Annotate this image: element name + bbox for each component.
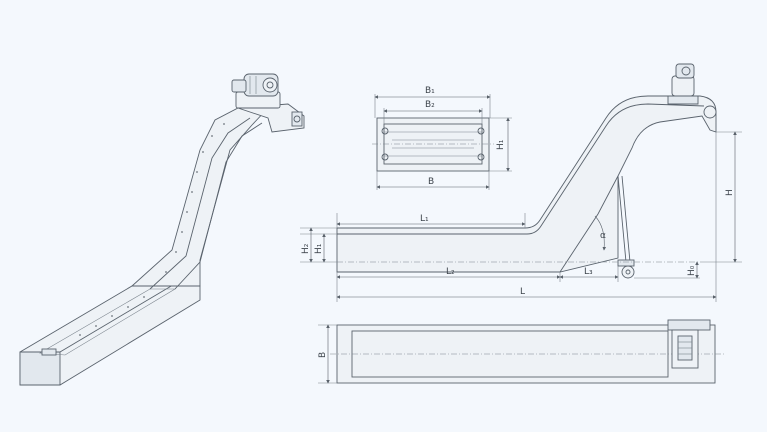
plan-head-cap bbox=[667, 319, 711, 331]
support-caster-plate bbox=[617, 259, 635, 267]
iso-bottom-face bbox=[19, 351, 61, 386]
dim-plan-b-label: B bbox=[318, 352, 328, 358]
dim-l1-label: L₁ bbox=[420, 214, 429, 224]
section-frame bbox=[376, 117, 490, 172]
elevation-head-sprocket bbox=[703, 105, 717, 119]
dim-h2-label: H₂ bbox=[301, 243, 311, 254]
dim-h-label: H bbox=[725, 189, 735, 196]
dim-h0-label: H₀ bbox=[687, 265, 697, 276]
iso-head-side bbox=[291, 111, 303, 127]
iso-end-slot bbox=[41, 348, 57, 356]
support-wheel bbox=[621, 265, 635, 279]
dim-l2-label: L₂ bbox=[446, 267, 455, 277]
iso-incline-body bbox=[130, 107, 270, 287]
elevation-body bbox=[336, 95, 717, 273]
dim-l3-label: L₃ bbox=[584, 267, 593, 277]
dim-l-label: L bbox=[520, 287, 525, 297]
isometric-view bbox=[19, 73, 305, 386]
section-roller-bl bbox=[381, 153, 389, 161]
side-elevation-view: L₁ H₂ H₁ L₂ L₃ L H H₀ α bbox=[300, 63, 742, 302]
angle-alpha-label: α bbox=[600, 231, 606, 241]
dim-b1-label: B₁ bbox=[425, 86, 435, 96]
dim-b-label: B bbox=[428, 177, 434, 187]
section-roller-tl bbox=[381, 127, 389, 135]
plan-view: B bbox=[318, 319, 724, 384]
angle-alpha-arc bbox=[594, 215, 607, 251]
cross-section-view: B₁ B₂ B H₁ bbox=[372, 86, 512, 190]
dim-h1-section-label: H₁ bbox=[496, 139, 506, 150]
elevation-head-plate bbox=[667, 95, 699, 105]
iso-head-box bbox=[237, 103, 305, 133]
section-roller-tr bbox=[477, 127, 485, 135]
iso-motor bbox=[231, 73, 281, 109]
section-roller-br bbox=[477, 153, 485, 161]
dim-h1-label: H₁ bbox=[314, 243, 324, 254]
elevation-motor bbox=[671, 63, 695, 97]
iso-rivets bbox=[79, 123, 225, 336]
dim-b2-label: B₂ bbox=[425, 100, 435, 110]
